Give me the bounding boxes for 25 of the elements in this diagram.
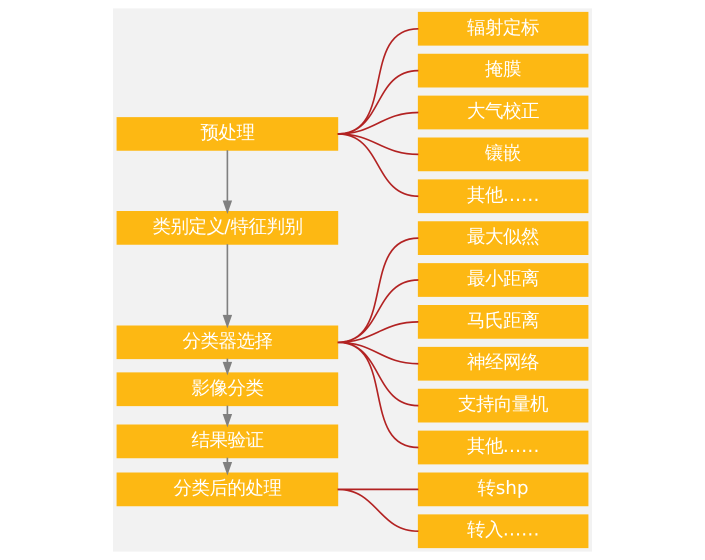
node-box: 镶嵌	[418, 138, 588, 172]
node-box: 掩膜	[418, 54, 588, 88]
node-box: 大气校正	[418, 96, 588, 130]
node-box: 预处理	[116, 117, 338, 151]
arrow	[222, 244, 232, 328]
node-box: 神经网络	[418, 346, 588, 381]
node-box: 最小距离	[418, 263, 588, 297]
node-box: 结果验证	[116, 424, 338, 458]
node-box: 影像分类	[116, 372, 338, 406]
connector	[338, 133, 418, 198]
node-box: 分类后的处理	[116, 472, 338, 506]
node-box: 支持向量机	[418, 388, 588, 422]
connector	[338, 133, 418, 156]
connector	[338, 488, 418, 532]
connector	[338, 342, 418, 448]
node-box: 转shp	[418, 472, 588, 506]
node-box: 最大似然	[418, 221, 588, 255]
node-box: 类别定义/特征判别	[116, 211, 338, 245]
node-box: 其他……	[418, 179, 588, 214]
node-box: 转入……	[418, 514, 588, 548]
arrow	[222, 150, 232, 214]
node-box: 其他……	[418, 430, 588, 464]
node-box: 马氏距离	[418, 305, 588, 339]
node-box: 分类器选择	[116, 325, 338, 360]
node-box: 辐射定标	[418, 12, 588, 46]
